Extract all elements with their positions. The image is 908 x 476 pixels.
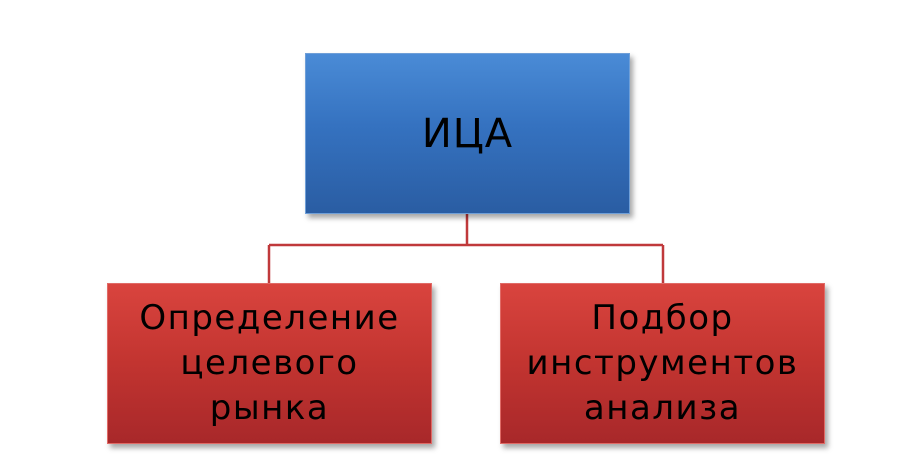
node-child-target-market: Определение целевого рынка — [107, 283, 432, 444]
connector-root-to-children — [267, 214, 665, 283]
node-root-label: ИЦА — [421, 110, 514, 157]
node-root: ИЦА — [305, 53, 630, 214]
node-child-analysis-tools: Подбор инструментов анализа — [500, 283, 825, 444]
node-child-analysis-tools-label: Подбор инструментов анализа — [526, 298, 799, 428]
node-child-target-market-label: Определение целевого рынка — [139, 298, 400, 428]
